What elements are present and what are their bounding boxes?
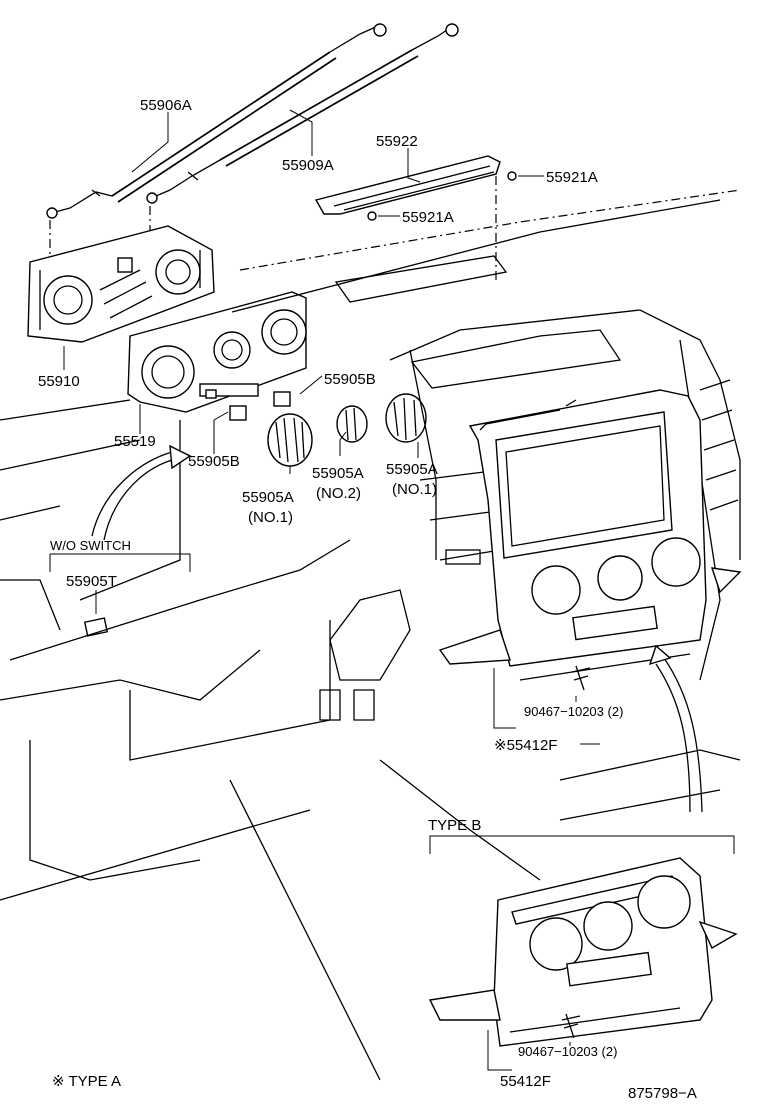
screw-90467-bot	[561, 1013, 581, 1039]
label-55910: 55910	[38, 373, 80, 390]
button-55905B-left	[229, 405, 247, 421]
label-55921A-top: 55921A	[546, 169, 598, 186]
label-90467-top: 90467−10203 (2)	[524, 704, 623, 719]
label-55905A-no1-left: 55905A	[242, 489, 294, 506]
part-55412F-top	[438, 389, 742, 681]
label-55905A-no1-left-note: (NO.1)	[248, 509, 293, 526]
label-55921A-bottom: 55921A	[402, 209, 454, 226]
label-55412F-top: ※55412F	[494, 737, 557, 754]
arrow-to-wo-switch	[91, 444, 192, 541]
label-55412F-bottom: 55412F	[500, 1073, 551, 1090]
label-55909A: 55909A	[282, 157, 334, 174]
cable-55909A	[146, 23, 459, 204]
label-figure-code: 875798−A	[628, 1085, 697, 1102]
knob-55905A-no1-left	[267, 413, 313, 467]
label-wo-switch: W/O SWITCH	[50, 538, 131, 553]
label-55905A-no2: 55905A	[312, 465, 364, 482]
label-55905A-no2-note: (NO.2)	[316, 485, 361, 502]
label-55519: 55519	[114, 433, 156, 450]
label-55905B-left: 55905B	[188, 453, 240, 470]
dashboard-outline	[0, 189, 741, 1081]
label-55905A-no1-right: 55905A	[386, 461, 438, 478]
label-55905T: 55905T	[66, 573, 117, 590]
part-55412F-type-b	[428, 857, 738, 1047]
label-55905A-no1-right-note: (NO.1)	[392, 481, 437, 498]
leader-lines	[49, 109, 735, 1071]
knob-55905A-no2	[336, 405, 368, 443]
part-55519	[127, 291, 307, 413]
label-type-b: TYPE B	[428, 817, 481, 834]
label-55905B-right: 55905B	[324, 371, 376, 388]
label-type-a-note: ※ TYPE A	[52, 1073, 121, 1090]
label-55906A: 55906A	[140, 97, 192, 114]
part-55910	[27, 225, 215, 343]
knob-55905A-no1-right	[385, 393, 427, 443]
screw-90467-top	[571, 665, 591, 691]
button-55905B-right	[273, 391, 291, 407]
part-55922	[314, 155, 517, 221]
arrow-to-type-b	[648, 644, 703, 813]
label-90467-bottom: 90467−10203 (2)	[518, 1044, 617, 1059]
label-55922: 55922	[376, 133, 418, 150]
cable-55906A	[46, 23, 387, 219]
